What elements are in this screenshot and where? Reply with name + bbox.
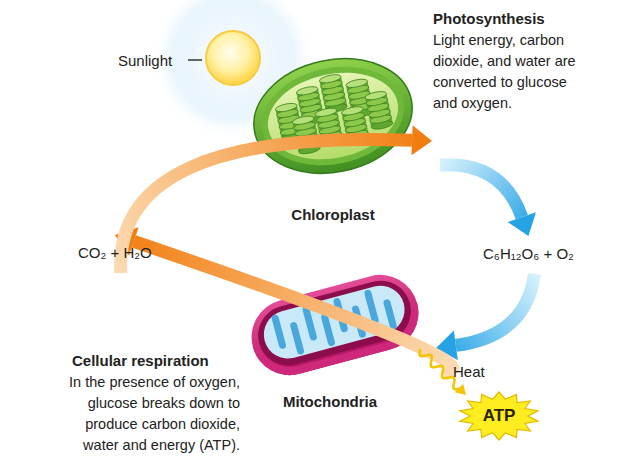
atp-label: ATP: [483, 406, 516, 426]
chemical-formula: C₆H₁₂O₆ + O₂: [483, 244, 574, 264]
leader-line: [188, 59, 202, 61]
sun: [206, 31, 260, 85]
arrow-shaft: [456, 274, 535, 345]
arrow-shaft: [121, 139, 412, 273]
arrow-shaft: [440, 165, 522, 217]
chloroplast-illustration: [243, 45, 423, 188]
chemical-formula: CO₂ + H₂O: [78, 243, 152, 263]
process-description: Light energy, carbon dioxide, and water …: [433, 30, 593, 114]
organelle-label: Chloroplast: [291, 205, 374, 225]
organelle-label: Mitochondria: [283, 392, 377, 412]
process-heading: Photosynthesis: [433, 8, 545, 29]
mitochondria-node: Mitochondria: [240, 262, 420, 412]
arrow-head: [508, 212, 536, 236]
sunlight-label: Sunlight: [118, 50, 172, 71]
process-heading: Cellular respiration: [72, 350, 209, 371]
arrow-head: [411, 125, 432, 155]
chloroplast-node: Chloroplast: [250, 55, 416, 225]
atp-burst: ATP: [457, 390, 541, 442]
heat-label: Heat: [453, 362, 485, 382]
arrow-head: [455, 384, 466, 395]
cycle-arrow: [115, 125, 453, 372]
cycle-arrow: [436, 165, 536, 361]
process-description: In the presence of oxygen, glucose break…: [58, 372, 240, 456]
